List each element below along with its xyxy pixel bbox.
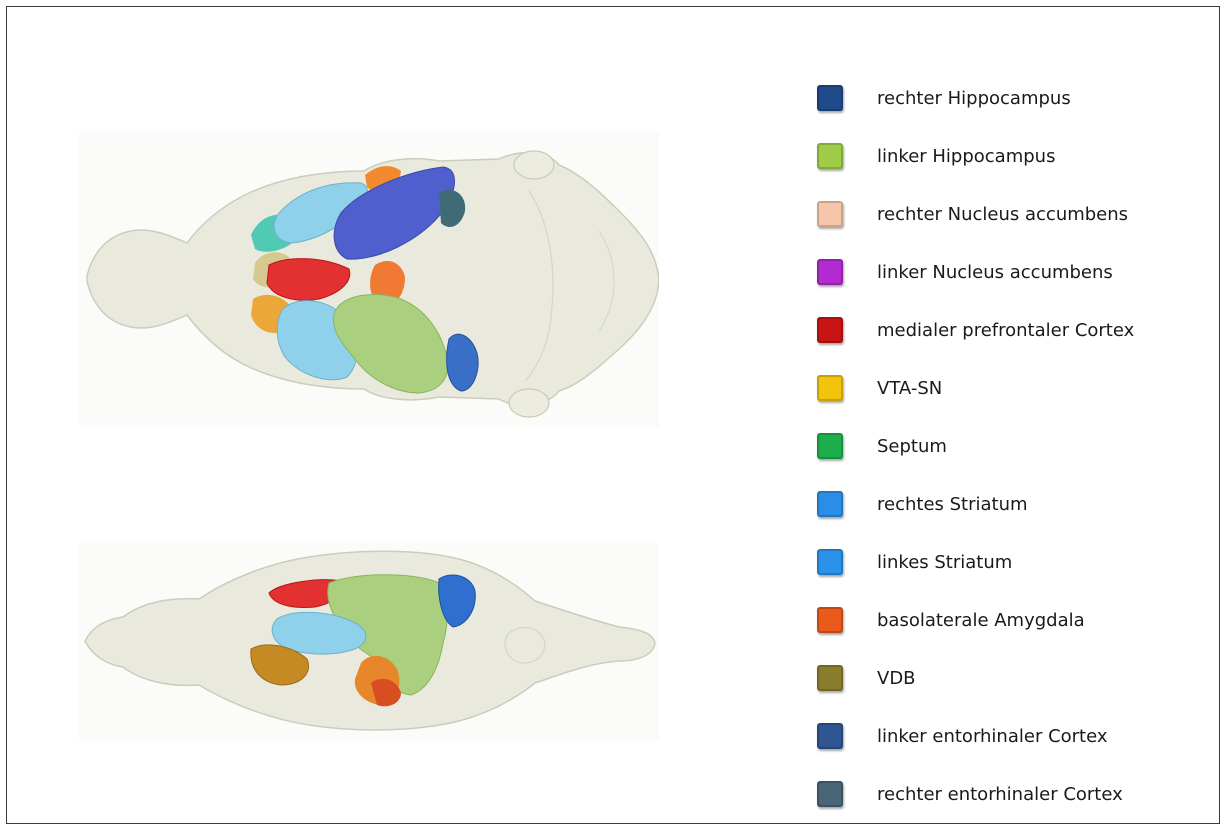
legend-label: linker Nucleus accumbens	[877, 262, 1113, 283]
legend-item: linker Hippocampus	[817, 127, 1134, 185]
legend-label: VTA-SN	[877, 378, 942, 399]
brain-dorsal-view	[79, 131, 659, 427]
legend-item: linker entorhinaler Cortex	[817, 707, 1134, 765]
legend-item: medialer prefrontaler Cortex	[817, 301, 1134, 359]
legend-label: VDB	[877, 668, 916, 689]
swatch-icon	[817, 317, 843, 343]
cerebellum-bump-bottom	[509, 389, 549, 417]
swatch-icon	[817, 375, 843, 401]
legend-label: linker entorhinaler Cortex	[877, 726, 1108, 747]
legend-label: linkes Striatum	[877, 552, 1012, 573]
cerebellum-bump-top	[514, 151, 554, 179]
legend-item: rechtes Striatum	[817, 475, 1134, 533]
swatch-icon	[817, 665, 843, 691]
figure-frame: rechter Hippocampus linker Hippocampus r…	[6, 6, 1220, 824]
swatch-icon	[817, 433, 843, 459]
legend-item: VTA-SN	[817, 359, 1134, 417]
legend-label: rechtes Striatum	[877, 494, 1028, 515]
legend: rechter Hippocampus linker Hippocampus r…	[817, 69, 1134, 823]
legend-label: basolaterale Amygdala	[877, 610, 1085, 631]
legend-item: linker Nucleus accumbens	[817, 243, 1134, 301]
swatch-icon	[817, 259, 843, 285]
swatch-icon	[817, 143, 843, 169]
swatch-icon	[817, 607, 843, 633]
legend-label: Septum	[877, 436, 947, 457]
swatch-icon	[817, 781, 843, 807]
swatch-icon	[817, 201, 843, 227]
legend-item: basolaterale Amygdala	[817, 591, 1134, 649]
swatch-icon	[817, 549, 843, 575]
legend-item: Septum	[817, 417, 1134, 475]
legend-label: linker Hippocampus	[877, 146, 1055, 167]
swatch-icon	[817, 491, 843, 517]
legend-item: rechter Nucleus accumbens	[817, 185, 1134, 243]
brain-lateral-view	[79, 543, 659, 741]
brain-lateral-illustration	[79, 543, 659, 741]
swatch-icon	[817, 723, 843, 749]
brain-dorsal-illustration	[79, 131, 659, 427]
legend-label: rechter Hippocampus	[877, 88, 1071, 109]
legend-item: rechter entorhinaler Cortex	[817, 765, 1134, 823]
legend-label: rechter Nucleus accumbens	[877, 204, 1128, 225]
legend-item: linkes Striatum	[817, 533, 1134, 591]
legend-label: rechter entorhinaler Cortex	[877, 784, 1123, 805]
legend-label: medialer prefrontaler Cortex	[877, 320, 1134, 341]
legend-item: rechter Hippocampus	[817, 69, 1134, 127]
legend-item: VDB	[817, 649, 1134, 707]
swatch-icon	[817, 85, 843, 111]
